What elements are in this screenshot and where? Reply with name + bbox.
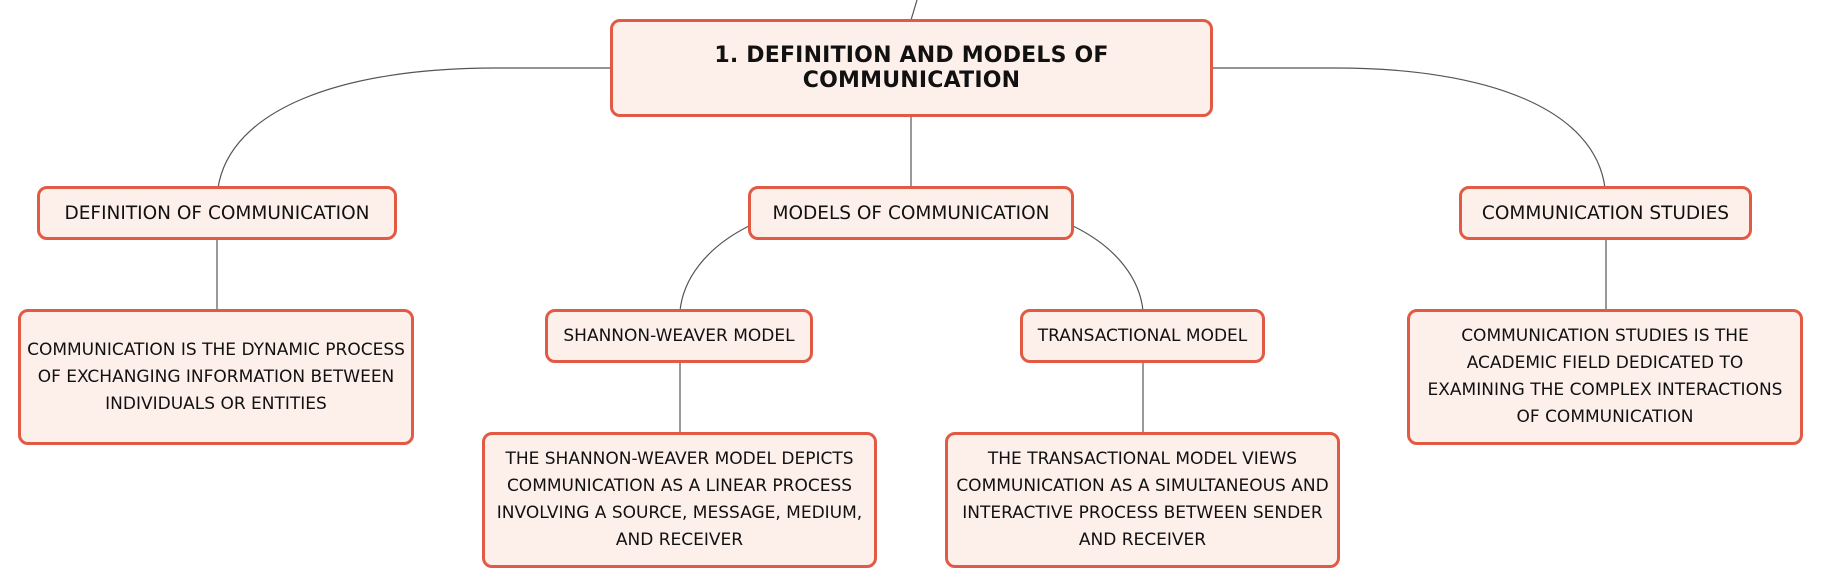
studies-node[interactable]: COMMUNICATION STUDIES xyxy=(1459,186,1752,240)
connector-models-transactional xyxy=(1072,225,1144,312)
connector-root-studies xyxy=(1211,67,1606,189)
studies-detail-text: COMMUNICATION STUDIES IS THE ACADEMIC FI… xyxy=(1427,326,1783,427)
transactional-detail-node[interactable]: THE TRANSACTIONAL MODEL VIEWS COMMUNICAT… xyxy=(945,432,1340,568)
root-node[interactable]: 1. DEFINITION AND MODELS OF COMMUNICATIO… xyxy=(610,19,1213,117)
root-node-label: 1. DEFINITION AND MODELS OF COMMUNICATIO… xyxy=(714,43,1109,93)
transactional-detail-text: THE TRANSACTIONAL MODEL VIEWS COMMUNICAT… xyxy=(956,449,1329,550)
shannon-weaver-node-label: SHANNON-WEAVER MODEL xyxy=(563,326,795,346)
transactional-node-label: TRANSACTIONAL MODEL xyxy=(1037,326,1248,346)
connector-models-shannon xyxy=(679,225,750,312)
studies-detail-node[interactable]: COMMUNICATION STUDIES IS THE ACADEMIC FI… xyxy=(1407,309,1803,445)
models-node[interactable]: MODELS OF COMMUNICATION xyxy=(748,186,1074,240)
connector-root-definition xyxy=(217,67,612,189)
definition-node[interactable]: DEFINITION OF COMMUNICATION xyxy=(37,186,397,240)
studies-node-label: COMMUNICATION STUDIES xyxy=(1481,202,1730,224)
definition-detail-node[interactable]: COMMUNICATION IS THE DYNAMIC PROCESS OF … xyxy=(18,309,414,445)
connector-root-parent xyxy=(910,0,918,21)
shannon-weaver-detail-text: THE SHANNON-WEAVER MODEL DEPICTS COMMUNI… xyxy=(496,449,863,550)
shannon-weaver-detail-node[interactable]: THE SHANNON-WEAVER MODEL DEPICTS COMMUNI… xyxy=(482,432,877,568)
models-node-label: MODELS OF COMMUNICATION xyxy=(772,202,1050,224)
shannon-weaver-node[interactable]: SHANNON-WEAVER MODEL xyxy=(545,309,813,363)
definition-detail-text: COMMUNICATION IS THE DYNAMIC PROCESS OF … xyxy=(27,339,405,414)
definition-node-label: DEFINITION OF COMMUNICATION xyxy=(64,202,370,224)
transactional-node[interactable]: TRANSACTIONAL MODEL xyxy=(1020,309,1265,363)
